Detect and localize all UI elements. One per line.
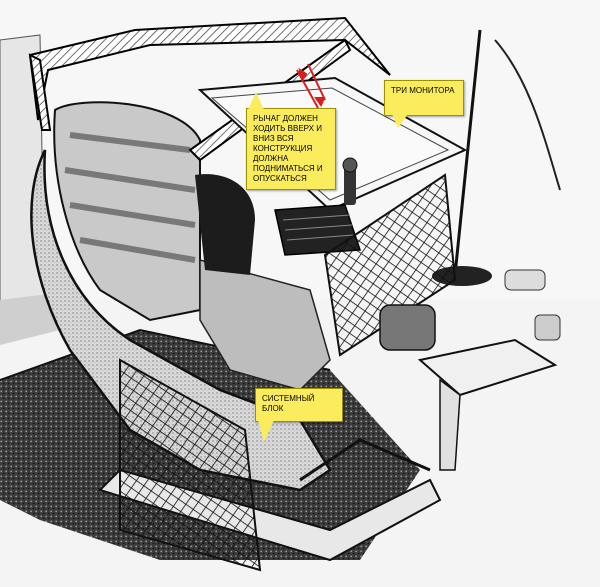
side-table-support (439, 378, 461, 471)
red-arrows (296, 63, 326, 109)
system-unit-annotation: СИСТЕМНЫЙ БЛОК (255, 388, 343, 422)
lever-annotation-text: РЫЧАГ ДОЛЖЕН ХОДИТЬ ВВЕРХ И ВНИЗ ВСЯ КОН… (253, 114, 323, 183)
cable (494, 39, 561, 191)
frame-leg (299, 438, 431, 482)
lever-arm-left (28, 53, 52, 131)
keyboard-keys (282, 214, 355, 241)
headrest-dark (195, 174, 255, 275)
lever-annotation: РЫЧАГ ДОЛЖЕН ХОДИТЬ ВВЕРХ И ВНИЗ ВСЯ КОН… (246, 108, 336, 190)
floor-object (504, 269, 546, 291)
chair-slats (64, 132, 196, 263)
monitors-annotation: ТРИ МОНИТОРА (384, 80, 464, 116)
joystick-top (342, 157, 358, 173)
system-unit-annotation-text: СИСТЕМНЫЙ БЛОК (262, 394, 315, 413)
lever-annotation-tail (248, 92, 264, 110)
system-unit-lattice (119, 358, 262, 572)
monitors-annotation-tail (392, 114, 408, 128)
lamp-pole (453, 29, 482, 276)
monitors-annotation-text: ТРИ МОНИТОРА (391, 86, 455, 95)
system-unit-annotation-tail (258, 420, 274, 442)
lever-boom (28, 16, 391, 121)
side-table (417, 338, 558, 397)
pedal-unit (379, 304, 436, 351)
floor-object (534, 314, 561, 341)
side-lattice-panel (323, 173, 457, 357)
